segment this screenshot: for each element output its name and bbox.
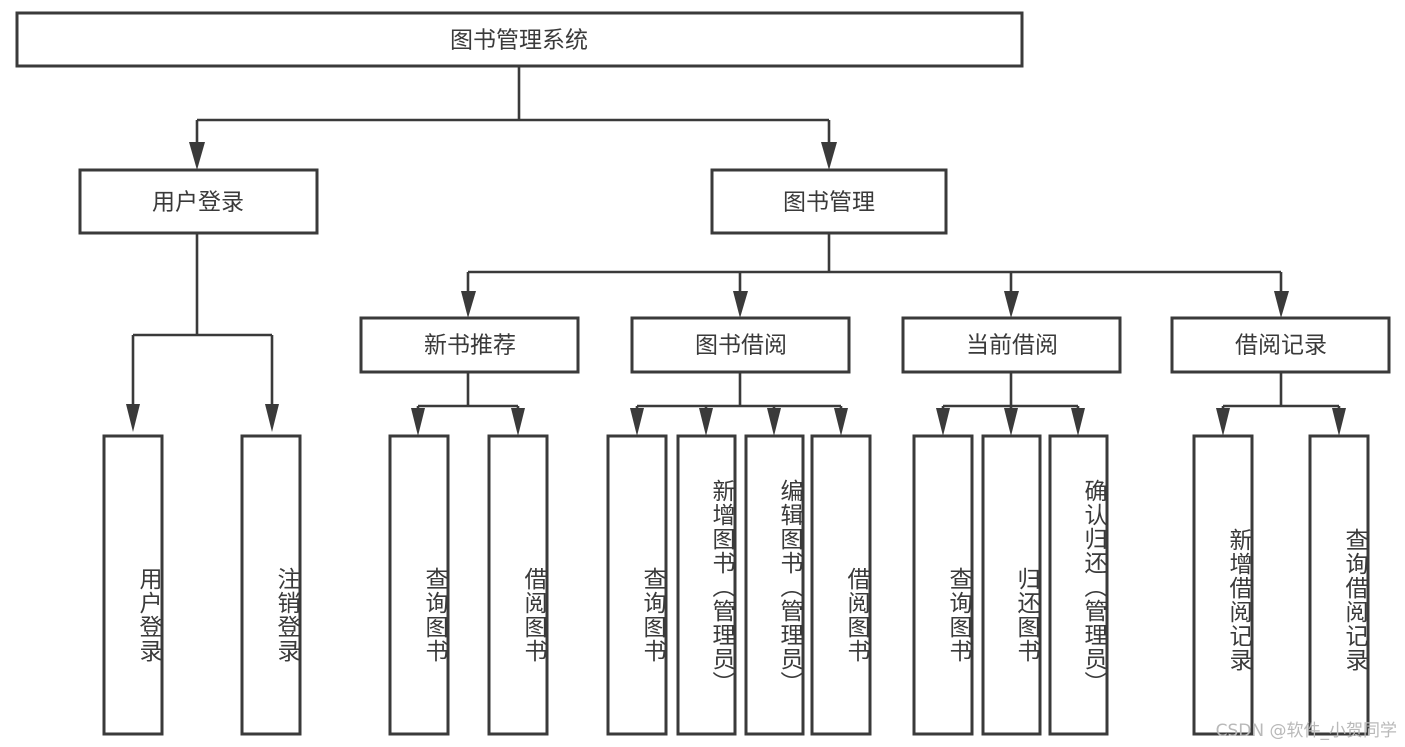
leaf-box-current-borrow-1[interactable] <box>912 434 974 736</box>
arrow-bookborrow-child-1 <box>630 408 644 436</box>
node-user-login-box[interactable] <box>78 168 319 235</box>
node-book-management[interactable]: 图书管理 <box>710 168 948 235</box>
node-root[interactable]: 图书管理系统 <box>15 11 1024 68</box>
node-root-label: 图书管理系统 <box>450 28 588 54</box>
arrow-borrowrecord-child-2 <box>1332 408 1346 436</box>
arrow-bookborrow-child-2 <box>699 408 713 436</box>
leaf-box-borrow-record-1[interactable] <box>1192 434 1254 736</box>
node-book-borrow-label: 图书借阅 <box>695 333 787 359</box>
leaf-box-group <box>102 434 1370 736</box>
csdn-watermark: CSDN @软件_小贺同学 <box>1215 721 1397 741</box>
leaf-box-user-login-2[interactable] <box>240 434 302 736</box>
node-current-borrow-label: 当前借阅 <box>966 333 1058 359</box>
node-borrow-record-label: 借阅记录 <box>1235 333 1327 359</box>
node-borrow-record[interactable]: 借阅记录 <box>1170 316 1391 374</box>
leaf-box-book-borrow-2[interactable] <box>676 434 737 736</box>
arrow-currentborrow-child-1 <box>936 408 950 436</box>
arrow-bookmgmt-child-4 <box>1274 291 1289 318</box>
arrow-bookborrow-child-4 <box>834 408 848 436</box>
node-book-management-label: 图书管理 <box>783 190 875 216</box>
arrow-newbook-child-2 <box>511 408 525 436</box>
arrow-root-to-userlogin <box>189 142 205 170</box>
arrow-newbook-child-1 <box>411 408 425 436</box>
arrow-bookborrow-child-3 <box>767 408 781 436</box>
leaf-box-borrow-record-2[interactable] <box>1308 434 1370 736</box>
node-user-login-label: 用户登录 <box>152 190 244 216</box>
arrow-bookmgmt-child-1 <box>461 291 476 318</box>
leaf-box-current-borrow-2[interactable] <box>981 434 1042 736</box>
node-new-book-recommend[interactable]: 新书推荐 <box>359 316 580 374</box>
leaf-box-new-book-1[interactable] <box>388 434 450 736</box>
connector-group <box>126 66 1346 436</box>
node-borrow-record-box[interactable] <box>1170 316 1391 374</box>
leaf-box-book-borrow-4[interactable] <box>810 434 872 736</box>
node-new-book-recommend-label: 新书推荐 <box>424 333 516 359</box>
leaf-box-new-book-2[interactable] <box>487 434 549 736</box>
leaf-box-current-borrow-3[interactable] <box>1048 434 1109 736</box>
leaf-box-book-borrow-1[interactable] <box>606 434 668 736</box>
leaf-box-book-borrow-3[interactable] <box>744 434 805 736</box>
node-user-login[interactable]: 用户登录 <box>78 168 319 235</box>
arrow-currentborrow-child-3 <box>1071 408 1085 436</box>
node-root-box[interactable] <box>15 11 1024 68</box>
arrow-bookmgmt-child-3 <box>1004 291 1019 318</box>
arrow-borrowrecord-child-1 <box>1216 408 1230 436</box>
node-new-book-recommend-box[interactable] <box>359 316 580 374</box>
node-book-borrow-box[interactable] <box>630 316 851 374</box>
node-current-borrow[interactable]: 当前借阅 <box>901 316 1122 374</box>
arrow-currentborrow-child-2 <box>1004 408 1018 436</box>
arrow-root-to-bookmgmt <box>821 142 837 170</box>
arrow-userlogin-child-2 <box>265 404 279 432</box>
arrow-bookmgmt-child-2 <box>733 291 748 318</box>
arrow-userlogin-child-1 <box>126 404 140 432</box>
node-book-management-box[interactable] <box>710 168 948 235</box>
node-current-borrow-box[interactable] <box>901 316 1122 374</box>
leaf-box-user-login-1[interactable] <box>102 434 164 736</box>
node-book-borrow[interactable]: 图书借阅 <box>630 316 851 374</box>
